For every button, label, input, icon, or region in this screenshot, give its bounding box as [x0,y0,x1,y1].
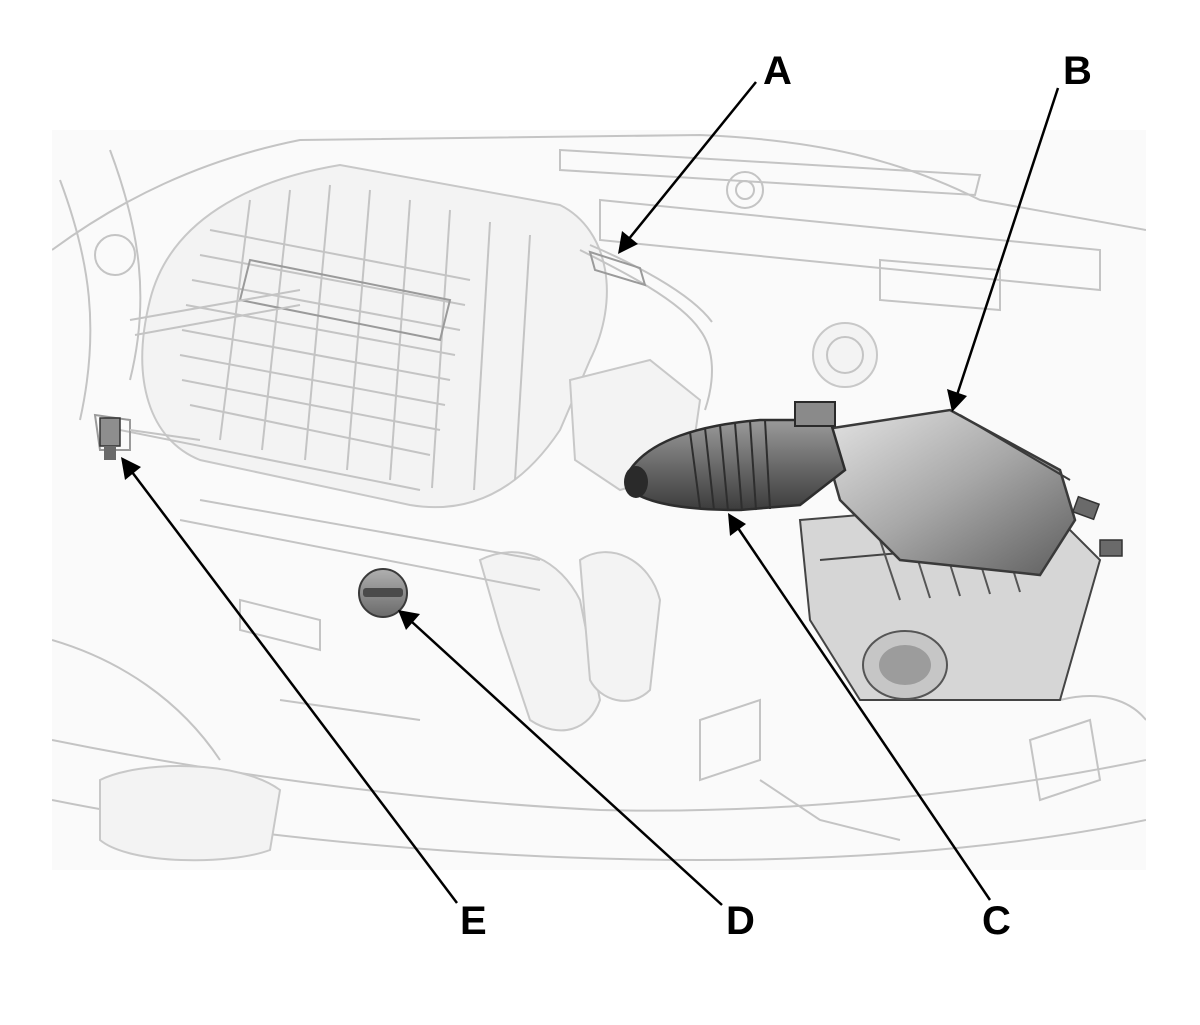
arrowhead-e [121,457,141,480]
callout-b: B [1063,49,1092,93]
leader-line-b [955,87,1060,396]
air-cleaner-housing [798,408,1123,701]
leader-line-e [131,471,458,904]
callout-d: D [726,899,755,943]
engine-harness-connector [99,417,121,460]
leader-line-a [627,81,757,241]
callout-c: C [982,899,1011,943]
leader-lines [121,81,1060,906]
callout-labels: A B C D E [460,49,1092,943]
leader-line-d [411,621,723,906]
arrowhead-d [398,610,420,630]
intake-duct-bellows [624,401,847,512]
callout-e: E [460,899,487,943]
leader-line-c [736,527,992,901]
oil-filler-cap [358,568,408,618]
arrowhead-c [728,513,746,536]
arrowhead-b [947,389,967,412]
callout-a: A [763,49,792,93]
arrowhead-a [618,231,638,254]
